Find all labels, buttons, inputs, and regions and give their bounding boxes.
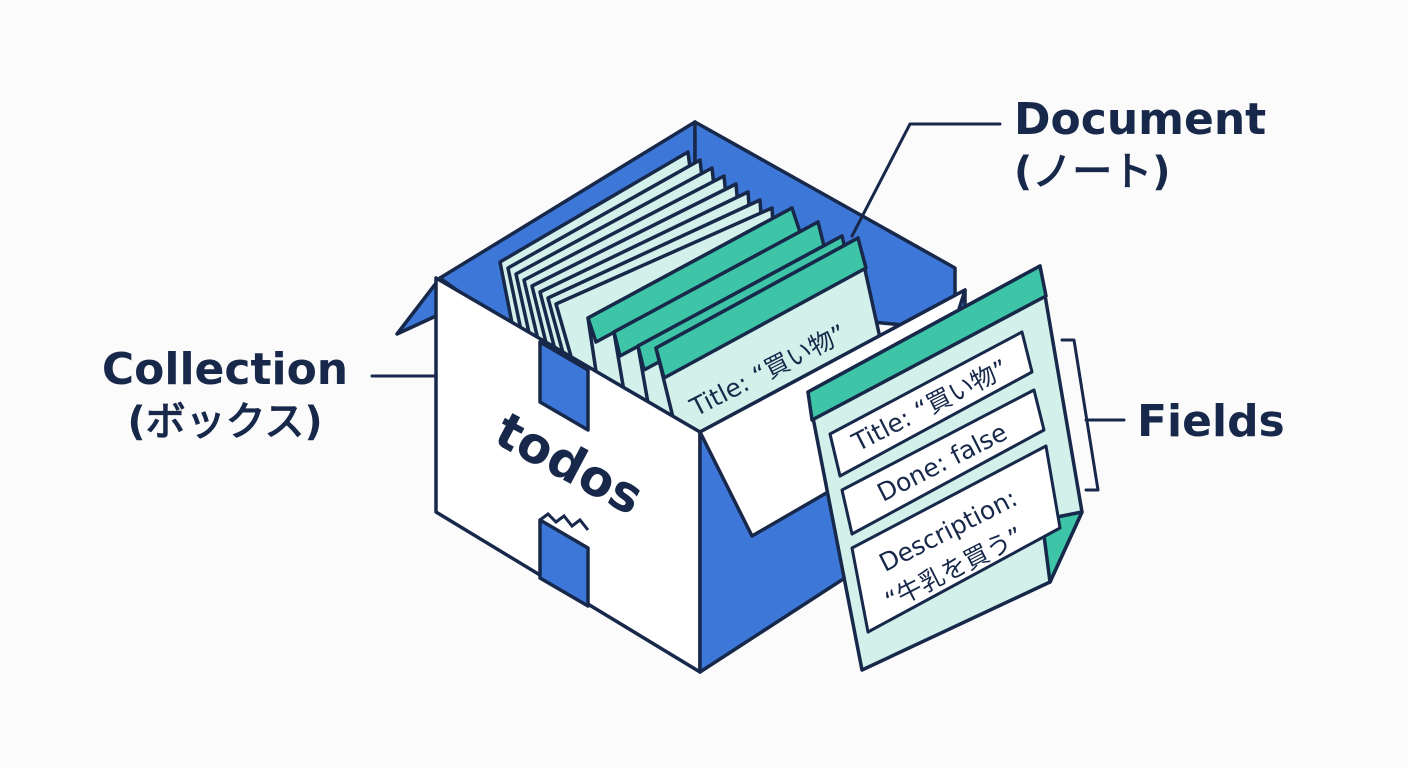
document-label-title: Document [1014, 94, 1267, 145]
field-box-2 [840, 388, 1046, 536]
tape-top [538, 340, 590, 432]
tape-bottom [538, 518, 590, 608]
field-box-1 [828, 330, 1034, 478]
fields-bracket [1060, 338, 1100, 492]
tape-tear-edge [539, 512, 590, 531]
document-callout-line [850, 122, 1002, 238]
document-label-subtitle: (ノート) [1014, 149, 1171, 195]
box-back-flap [395, 276, 442, 336]
fields-label-title: Fields [1137, 396, 1285, 447]
fields-label: Fields [1137, 396, 1285, 448]
collection-label-title: Collection [101, 344, 349, 395]
document-label: Document (ノート) [1014, 94, 1266, 198]
collection-label: Collection (ボックス) [92, 344, 358, 448]
collection-label-subtitle: (ボックス) [127, 399, 323, 445]
front-document [654, 236, 882, 448]
field-box-3 [850, 444, 1062, 634]
